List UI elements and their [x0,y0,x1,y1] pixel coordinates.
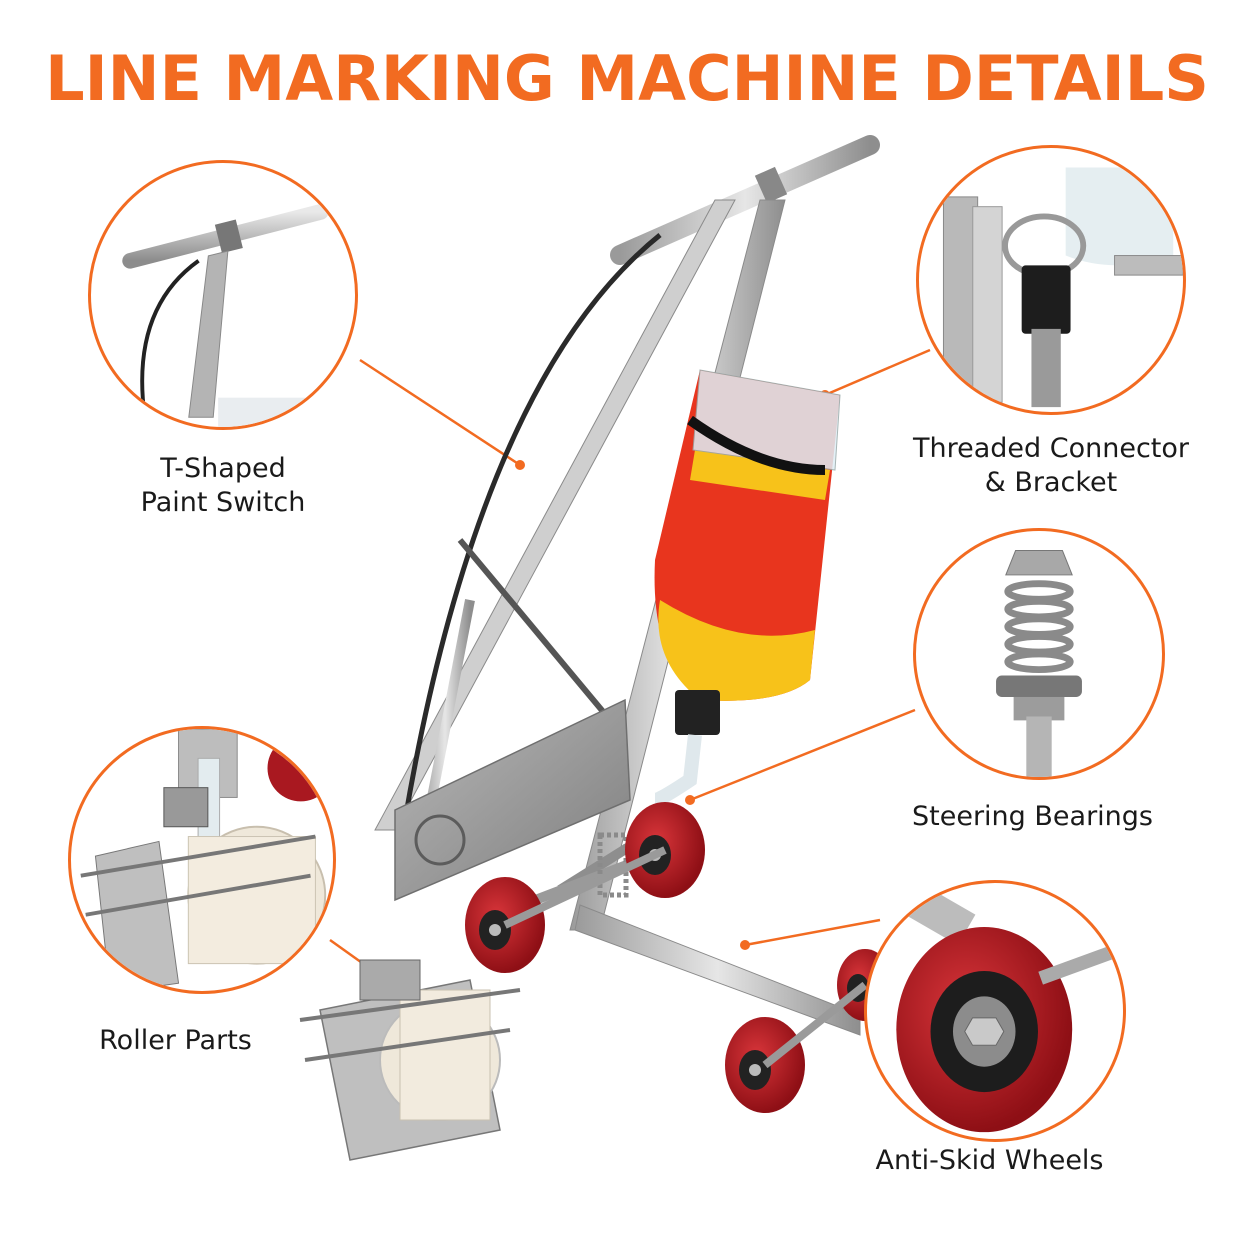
label-connector-line1: Threaded Connector [913,433,1189,464]
label-wheels: Anti-Skid Wheels [875,1145,1104,1176]
roller-unit [299,959,521,1161]
trigger-cable [402,233,662,821]
leader-lines [329,348,931,967]
detail-circle-roller [68,726,336,994]
label-paint-switch-line1: T-Shaped [160,453,286,484]
label-connector-line2: & Bracket [984,467,1118,498]
mounting-plate [394,698,631,902]
wheels-detail-image [867,883,1123,1133]
bearings-detail-image [996,550,1082,777]
leader-dot [515,460,525,470]
plate-hole [414,814,466,866]
handle-bar [610,135,880,265]
front-axle [503,846,667,929]
label-paint-switch-line2: Paint Switch [140,487,306,518]
detail-circle-bearings [913,528,1165,780]
detail-circle-paint-switch [88,160,358,430]
base-frame [574,904,861,1036]
paint-bottle [653,369,841,807]
page-title: LINE MARKING MACHINE DETAILS [45,42,1209,115]
connector-detail-image [942,167,1183,412]
paint-switch-detail-image [122,204,329,427]
label-connector: Threaded Connector & Bracket [900,432,1202,500]
detail-circle-wheels [864,880,1126,1142]
leader-dot [740,940,750,950]
handle-grip [754,166,788,204]
rear-axle [762,981,868,1069]
label-roller: Roller Parts [99,1025,252,1056]
label-bearings: Steering Bearings [912,801,1153,832]
diagonal-brace [457,538,613,722]
label-paint-switch: T-Shaped Paint Switch [118,452,328,520]
detail-circle-connector [916,145,1186,415]
roller-detail-image [80,729,333,991]
leader-dot [685,795,695,805]
